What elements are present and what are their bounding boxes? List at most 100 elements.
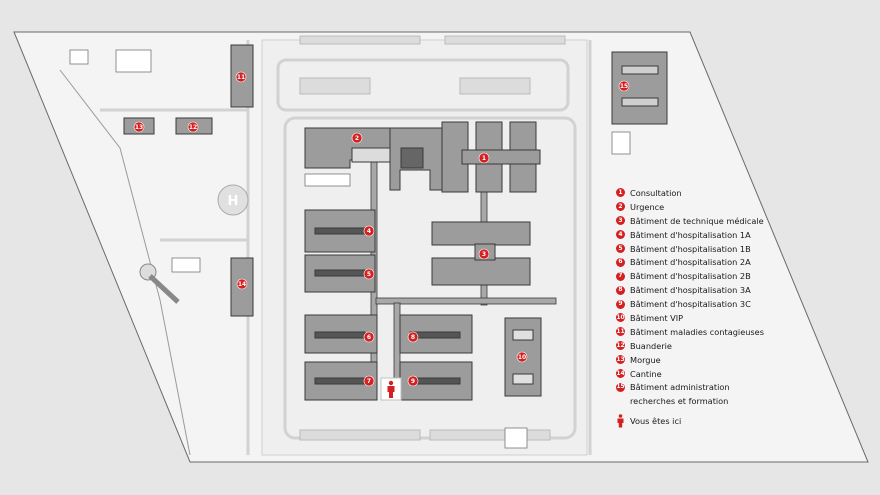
map-marker-dot xyxy=(478,152,490,164)
map-marker-label: 11 xyxy=(237,74,245,81)
map-marker-label: 6 xyxy=(367,334,371,341)
map-marker: 9 xyxy=(407,375,419,387)
map-marker-label: 10 xyxy=(518,354,526,361)
legend-item: 8 Bâtiment d'hospitalisation 3A xyxy=(616,283,866,297)
legend-number-badge: 4 xyxy=(616,230,625,240)
map-marker-dot xyxy=(351,132,363,144)
legend-number-badge: 14 xyxy=(616,369,625,379)
roads xyxy=(100,40,592,455)
legend-label: Bâtiment d'hospitalisation 3A xyxy=(630,285,751,296)
legend-number-badge: 13 xyxy=(616,355,625,365)
helipad xyxy=(217,184,249,216)
map-marker-dot xyxy=(363,225,375,237)
legend-label: Cantine xyxy=(630,368,662,379)
map-marker-label: 5 xyxy=(367,271,371,278)
legend: 1 Consultation 2 Urgence 3 Bâtiment de techni… xyxy=(616,186,866,408)
map-marker-label: 9 xyxy=(411,378,415,385)
legend-label: Bâtiment administration xyxy=(630,382,730,393)
map-marker: 1 xyxy=(478,152,490,164)
map-marker-label: 15 xyxy=(620,83,628,90)
legend-item: 7 Bâtiment d'hospitalisation 2B xyxy=(616,269,866,283)
map-marker-dot xyxy=(363,375,375,387)
map-marker-dot xyxy=(407,375,419,387)
legend-label: Urgence xyxy=(630,201,665,212)
map-marker-label: 14 xyxy=(238,281,246,288)
map-marker-label: 12 xyxy=(189,124,197,131)
legend-label: Bâtiment d'hospitalisation 3C xyxy=(630,299,751,310)
map-marker-label: 3 xyxy=(482,251,486,258)
helipad-h: H xyxy=(228,194,239,209)
legend-number-badge: 7 xyxy=(616,271,625,281)
map-marker-dot xyxy=(516,351,528,363)
legend-number-badge: 3 xyxy=(616,216,625,226)
legend-item: 9 Bâtiment d'hospitalisation 3C xyxy=(616,297,866,311)
legend-label: Bâtiment d'hospitalisation 2A xyxy=(630,257,751,268)
legend-item: 1 Consultation xyxy=(616,186,866,200)
legend-number-badge: 12 xyxy=(616,341,625,351)
map-marker: 8 xyxy=(407,331,419,343)
legend-item: 3 Bâtiment de technique médicale xyxy=(616,214,866,228)
legend-item: 13 Morgue xyxy=(616,353,866,367)
you-are-here-marker xyxy=(380,377,402,401)
legend-label: Bâtiment VIP xyxy=(630,312,684,323)
legend-number-badge: 5 xyxy=(616,244,625,253)
map-marker-label: 13 xyxy=(135,124,143,131)
legend-number-badge: 15 xyxy=(616,382,625,392)
map-marker: 3 xyxy=(478,248,490,260)
legend-item: 14 Cantine xyxy=(616,367,866,381)
person-icon xyxy=(617,414,624,428)
legend-label: Consultation xyxy=(630,187,682,198)
you-are-here-label: Vous êtes ici xyxy=(630,416,682,426)
map-marker: 10 xyxy=(516,351,528,363)
map-marker-dot xyxy=(133,121,145,133)
legend-number-badge: 8 xyxy=(616,285,625,295)
legend-item: 15 Bâtiment administration xyxy=(616,380,866,394)
parking-bottom xyxy=(299,429,551,441)
map-marker-label: 2 xyxy=(355,135,359,142)
legend-label: Morgue xyxy=(630,354,661,365)
legend-item: 2 Urgence xyxy=(616,200,866,214)
legend-item: 11 Bâtiment maladies contagieuses xyxy=(616,325,866,339)
map-marker: 12 xyxy=(187,121,199,133)
map-marker-dot xyxy=(236,278,248,290)
map-marker-dot xyxy=(363,331,375,343)
legend-number-badge: 6 xyxy=(616,257,625,267)
map-marker-dot xyxy=(407,331,419,343)
map-marker-dot xyxy=(363,268,375,280)
legend-number-badge: 11 xyxy=(616,327,625,337)
legend-item: 5 Bâtiment d'hospitalisation 1B xyxy=(616,242,866,256)
outbuildings xyxy=(69,49,631,449)
map-marker-dot xyxy=(187,121,199,133)
map-marker: 7 xyxy=(363,375,375,387)
map-marker-dot xyxy=(235,71,247,83)
legend-number-badge: 2 xyxy=(616,202,625,212)
map-marker-dot xyxy=(618,80,630,92)
legend-item: 12 Buanderie xyxy=(616,339,866,353)
legend-label: Bâtiment d'hospitalisation 2B xyxy=(630,271,751,282)
legend-item: 6 Bâtiment d'hospitalisation 2A xyxy=(616,255,866,269)
map-marker-label: 8 xyxy=(411,334,415,341)
legend-item: 4 Bâtiment d'hospitalisation 1A xyxy=(616,228,866,242)
parking-top xyxy=(299,35,566,95)
legend-label: Buanderie xyxy=(630,340,672,351)
map-marker: 15 xyxy=(618,80,630,92)
you-are-here-legend: Vous êtes ici xyxy=(616,414,681,428)
legend-label: Bâtiment de technique médicale xyxy=(630,215,764,226)
legend-label: Bâtiment d'hospitalisation 1B xyxy=(630,243,751,254)
legend-item: 10 Bâtiment VIP xyxy=(616,311,866,325)
legend-number-badge: 10 xyxy=(616,313,625,323)
map-marker-label: 7 xyxy=(367,378,371,385)
tank xyxy=(139,263,180,304)
legend-label: Bâtiment d'hospitalisation 1A xyxy=(630,229,751,240)
legend-label: Bâtiment maladies contagieuses xyxy=(630,326,764,337)
map-marker: 11 xyxy=(235,71,247,83)
legend-number-badge: 9 xyxy=(616,299,625,309)
map-marker: 6 xyxy=(363,331,375,343)
legend-number-badge: 1 xyxy=(616,188,625,198)
map-marker: 5 xyxy=(363,268,375,280)
map-marker-label: 4 xyxy=(367,228,371,235)
map-marker: 2 xyxy=(351,132,363,144)
map-marker: 4 xyxy=(363,225,375,237)
